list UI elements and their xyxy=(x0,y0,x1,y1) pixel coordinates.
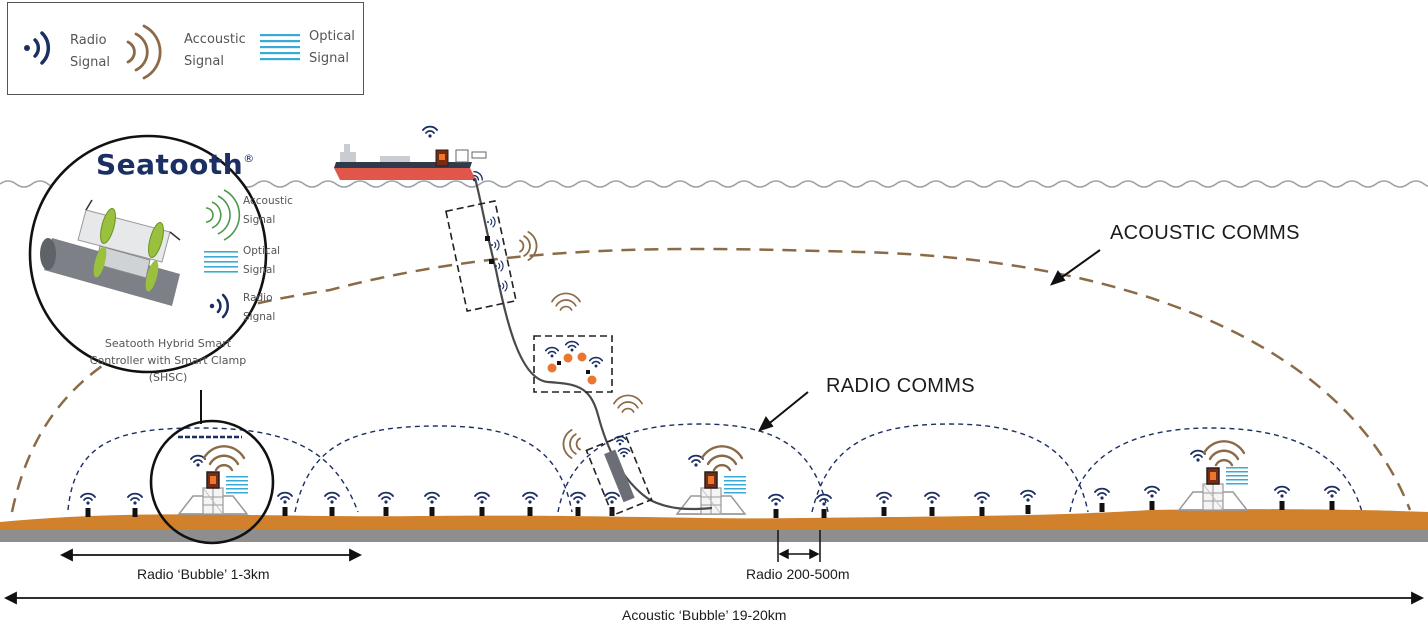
subsea-structure-right xyxy=(1178,440,1248,511)
legend-acoustic-icon xyxy=(126,24,162,80)
callout-radio-label: Radio Signal xyxy=(243,292,276,323)
callout-acoustic-icon xyxy=(205,189,241,241)
radio-comms-arrow xyxy=(758,391,809,432)
radio-range-dimension xyxy=(777,530,821,562)
radio-bubble-label: Radio ‘Bubble’ 1-3km xyxy=(137,566,270,582)
radio-bubble-dimension xyxy=(59,548,363,562)
riser-clamp-box-3 xyxy=(562,394,653,517)
riser-clamp-box-2 xyxy=(533,292,613,393)
acoustic-comms-label: ACOUSTIC COMMS xyxy=(1110,222,1300,244)
subsea-structure-left xyxy=(178,445,248,515)
riser-cable xyxy=(473,177,713,511)
seabed xyxy=(0,509,1428,530)
acoustic-bubble-label: Acoustic ‘Bubble’ 19-20km xyxy=(622,607,787,623)
radio-comms-label: RADIO COMMS xyxy=(826,375,975,397)
brand-name: Seatooth xyxy=(96,148,244,181)
zoom-circle xyxy=(149,419,275,545)
callout-caption: Seatooth Hybrid Smart Controller with Sm… xyxy=(89,337,247,384)
brand-logo: Seatooth® xyxy=(96,148,255,181)
radio-domes xyxy=(67,423,1363,513)
acoustic-comms-arrow xyxy=(1050,249,1101,286)
legend-optical-label: Optical Signal xyxy=(309,29,355,66)
riser-clamp-box-1 xyxy=(444,199,538,313)
brand-mark: ® xyxy=(243,152,255,165)
radio-range-label: Radio 200-500m xyxy=(746,566,850,582)
legend xyxy=(7,2,364,95)
smart-clamp-icon xyxy=(40,199,181,306)
legend-radio-label: Radio Signal xyxy=(70,33,110,70)
seabed-base xyxy=(0,528,1428,542)
ship-icon xyxy=(334,125,487,180)
callout-optical-icon xyxy=(204,251,238,273)
callout-acoustic-label: Accoustic Signal xyxy=(243,195,293,226)
callout-optical-label: Optical Signal xyxy=(243,245,281,276)
subsea-structure-middle xyxy=(676,445,746,515)
legend-acoustic-label: Accoustic Signal xyxy=(184,32,246,69)
acoustic-bubble-dimension xyxy=(3,591,1425,605)
